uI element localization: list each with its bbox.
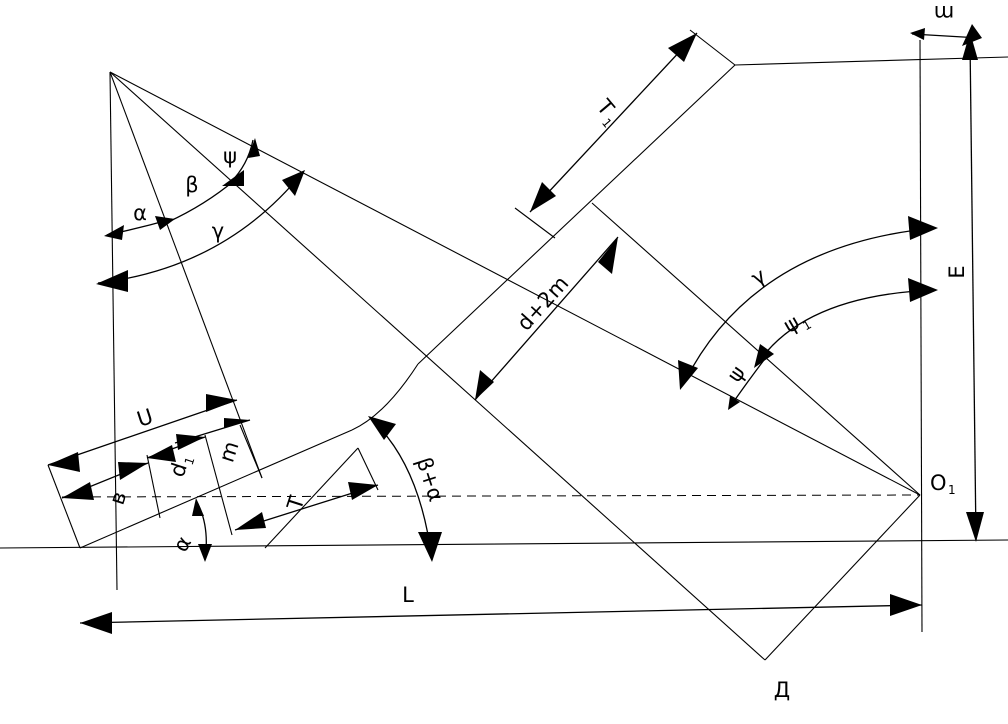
arrowhead [890,594,922,616]
arrowhead [248,138,260,158]
arrowhead [910,28,925,40]
dim-E [969,39,977,541]
label-alpha-bottom: α [168,532,196,556]
arrowhead [475,370,494,400]
label-O1-sub: 1 [948,483,956,497]
dim-T1 [529,32,698,213]
t-ext-right [357,447,379,491]
d-to-o1 [764,494,921,661]
arrowhead [224,418,250,428]
dim-d2m [474,236,619,401]
arrowhead [418,532,442,562]
u-ext-left [47,464,81,549]
arrowheads [48,24,984,634]
arrowhead [147,445,176,462]
t1-extension-left [514,207,556,239]
arrowhead [908,278,938,302]
label-D: Д [774,678,790,702]
construction-lines [0,29,1008,661]
label-b: в [105,488,132,507]
dim-U [47,399,238,466]
apex-ray-beta [109,71,263,479]
arrowhead [48,452,80,472]
apex-ray-to-o1 [109,71,921,496]
arrowhead [198,544,212,562]
arc-gamma-right [682,227,936,386]
baseline [0,539,1008,549]
arrowhead [155,216,175,230]
arrowhead [598,237,618,274]
label-T1: T [591,94,618,120]
o1-vertical [919,39,923,633]
label-gamma-right: γ [747,263,770,290]
label-O1: O [930,471,947,495]
tangent-lower [79,429,353,549]
tangent-upper [417,64,736,365]
t-extension-short [264,447,359,549]
dimension-lines [47,32,981,624]
o1-to-t1 [591,202,921,496]
arc-beta-top [167,179,236,223]
arrowhead [908,216,938,240]
arc-gamma-left [97,171,304,284]
m-ext-right [239,424,263,479]
label-U: U [134,404,156,432]
label-d1-sub: 1 [182,455,198,467]
arc-psi1-right [757,289,936,364]
d1-ext [146,454,161,519]
arrowhead [368,416,396,440]
arrowhead [235,512,266,530]
label-psi-right: ψ [722,361,750,386]
arrowhead [962,32,978,60]
label-d2m: d+2m [512,271,573,335]
label-L: L [402,583,414,607]
arrowhead [668,33,697,62]
apex-ray-to-d [109,71,766,661]
axis-centerline [61,494,921,498]
labels: m E T 1 d+2m γ ψ 1 ψ O 1 α β ψ γ U m d 1… [105,1,969,702]
dim-L [79,604,923,624]
arrowhead [206,394,237,412]
arrowhead [62,482,94,500]
label-alpha-top: α [133,201,147,225]
arrowhead [192,498,204,516]
label-beta-top: β [185,173,198,197]
transition-curve [351,363,419,431]
arrowhead [222,170,244,186]
arrowhead [348,482,378,500]
label-beta-plus-alpha: β+α [412,454,449,504]
arrowhead [282,170,305,196]
label-psi-top: ψ [223,144,237,168]
label-gamma-left: γ [212,219,224,243]
arrowhead [530,182,556,212]
label-m-top: m [934,1,954,25]
apex-vertical [109,71,118,591]
arrowhead [728,396,740,410]
t1-extension-right [689,29,736,66]
arrowhead [678,360,698,390]
arrowhead [754,344,774,368]
arrowhead [962,24,982,46]
m-ext-left [204,434,233,536]
arrowhead [96,270,128,292]
arrowhead [104,225,124,240]
arrowhead [176,434,205,450]
arrowhead [80,612,112,634]
arrowhead [966,512,984,542]
label-E: E [945,265,969,278]
arrowhead [118,462,148,480]
label-m-mid: m [214,438,243,465]
